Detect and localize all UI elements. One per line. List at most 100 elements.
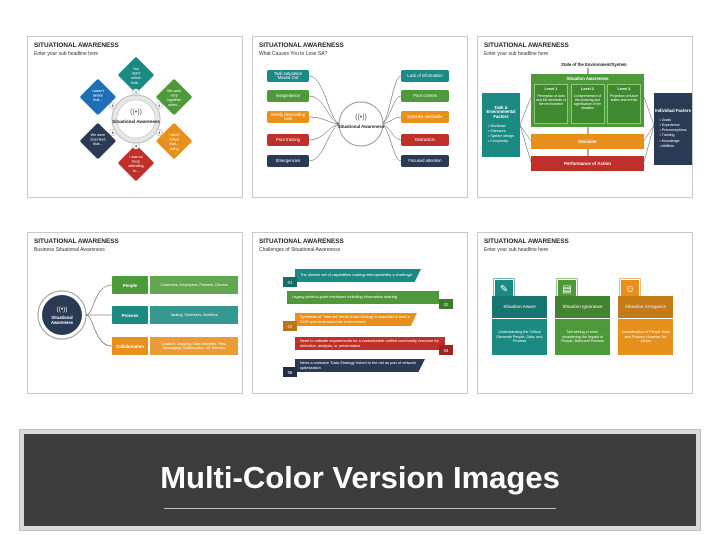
banner-title: Multi-Color Version Images <box>160 460 560 495</box>
task-factors-box: Task & Environmental Factors • Workload•… <box>482 93 520 157</box>
row-label: Process <box>112 306 148 324</box>
challenge-number: 01 <box>283 277 297 287</box>
radar-icon: ((•)) <box>355 114 367 121</box>
slide-title: SITUATIONAL AWARENESS <box>259 238 344 245</box>
level-name: Level 1 <box>544 87 558 91</box>
individual-factors-box: Individual Factors • Goals• Experience• … <box>654 93 692 165</box>
quote-number-badge <box>132 88 140 96</box>
slide-thumbnail-2[interactable]: SITUATIONAL AWARENESS What Causes You to… <box>252 36 468 198</box>
quote-diamond <box>80 123 116 159</box>
card-heading: Situation Aware <box>492 296 547 318</box>
connector <box>308 123 342 162</box>
challenge-number: 04 <box>439 345 453 355</box>
card-heading: Situation Arrogance <box>618 296 673 318</box>
quote-item: 5We weresurprisedthat... <box>80 123 117 159</box>
slide-title: SITUATIONAL AWARENESS <box>484 238 569 245</box>
connector <box>308 75 342 125</box>
quote-number: 5 <box>112 131 114 135</box>
slide-subtitle: Enter your sub headline here <box>34 51 99 57</box>
row-body: Location, Mapping, Data Interview, Files… <box>150 337 238 355</box>
center-label-line2: Awareness <box>51 320 74 325</box>
cause-right-item: Lack of information <box>401 70 449 82</box>
card-text: Consideration of People Data and Process… <box>618 319 673 355</box>
level-text: Perception of data and the elements of t… <box>536 93 566 106</box>
challenge-number: 03 <box>283 321 297 331</box>
row-label: People <box>112 276 148 294</box>
radar-icon: ((•)) <box>130 109 142 116</box>
quote-text: We work <box>167 89 181 93</box>
slide-thumbnail-5[interactable]: SITUATIONAL AWARENESS Challenges of Situ… <box>252 232 468 394</box>
cause-right-item: Poor comms <box>401 90 449 102</box>
quote-item: 2We workverytogetherwhen... <box>155 79 192 115</box>
card-text: Not seeing or even considering the Impac… <box>555 319 610 355</box>
quote-text: to... <box>133 169 139 173</box>
business-sa-diagram: ((•)) Situational Awareness <box>37 284 113 347</box>
quote-text: I didn't <box>169 133 180 137</box>
performance-box: Performance of Action <box>531 156 644 171</box>
slide-thumbnail-4[interactable]: SITUATIONAL AWARENESS Business Situation… <box>27 232 243 394</box>
quote-text: You <box>133 67 139 71</box>
cause-left-item: Inexperience <box>267 90 309 102</box>
quote-number-badge <box>155 102 163 109</box>
flow-connectors <box>519 68 655 163</box>
quote-text: that... <box>169 142 178 146</box>
quote-text: attending <box>128 164 143 168</box>
slide-title: SITUATIONAL AWARENESS <box>259 42 344 49</box>
quote-diamond <box>156 123 192 159</box>
quote-text: I wasn't <box>92 89 104 93</box>
challenge-band: Need to validate requirements for a cust… <box>295 337 445 350</box>
slide-title: SITUATIONAL AWARENESS <box>484 42 569 49</box>
quote-number: 1 <box>135 90 137 94</box>
level-name: Level 3 <box>617 87 631 91</box>
quote-text: very <box>171 94 178 98</box>
version-banner: Multi-Color Version Images <box>19 429 701 531</box>
center-hub: ((•)) Situational Awareness <box>338 101 385 147</box>
quote-text: when... <box>168 103 180 107</box>
slide-thumbnail-6[interactable]: SITUATIONAL AWARENESS Enter your sub hea… <box>477 232 693 394</box>
challenge-band: The diverse set of capabilities making i… <box>295 269 421 282</box>
cause-left-item: Task saturation 'Maxed Out' <box>267 70 309 82</box>
task-factor-item: • System design <box>488 134 514 139</box>
quote-text: busy <box>132 160 140 164</box>
quote-text: doing <box>170 147 179 151</box>
banner-underline <box>164 508 556 509</box>
quote-diamond <box>118 57 154 93</box>
slide-subtitle: Enter your sub headline here <box>484 51 549 57</box>
slide-title: SITUATIONAL AWARENESS <box>34 238 119 245</box>
quote-number: 6 <box>112 104 114 108</box>
quote-number-badge <box>155 129 163 136</box>
sa-header: Situation Awareness <box>566 76 609 81</box>
task-factor-item: • Stressors <box>488 129 506 134</box>
row-body: Tasking, Schedules, Workflow <box>150 306 238 324</box>
center-label: Situational Awareness <box>338 124 385 129</box>
state-label: State of the Environment/System <box>561 62 627 67</box>
challenge-number: 02 <box>439 299 453 309</box>
cause-left-item: Emergencies <box>267 155 309 167</box>
quote-text: that... <box>93 142 102 146</box>
quote-diamond <box>118 145 154 181</box>
challenge-band: Need a cohesive 'Data Strategy' linked t… <box>295 359 425 372</box>
quote-text: that... <box>131 81 140 85</box>
slide-subtitle: Challenges of Situational Awareness <box>259 247 341 253</box>
quote-text: We were <box>91 133 105 137</box>
cause-right-item: Distraction <box>401 134 449 146</box>
cause-left-item: Poor training <box>267 134 309 146</box>
quote-diamond <box>156 79 192 115</box>
quote-number: 2 <box>158 104 160 108</box>
quote-text: that... <box>93 98 102 102</box>
individual-factor-item: • Training <box>659 133 675 138</box>
level-name: Level 2 <box>581 87 594 91</box>
individual-factor-item: • Goals <box>659 118 672 123</box>
quote-text: notice <box>169 138 179 142</box>
slide-thumbnail-3[interactable]: SITUATIONAL AWARENESS Enter your sub hea… <box>477 36 693 198</box>
slide-thumbnail-1[interactable]: SITUATIONAL AWARENESS Enter your sub hea… <box>27 36 243 198</box>
quote-item: 4I was sobusyattendingto... <box>118 142 154 181</box>
cause-right-item: Focused attention <box>401 155 449 167</box>
center-label-line1: Situational <box>51 315 72 320</box>
individual-factor-item: • Experience <box>659 123 680 128</box>
quote-text: aware <box>93 94 103 98</box>
challenge-band: Synthesis of "Internet" feeds (Data Mini… <box>295 313 417 326</box>
